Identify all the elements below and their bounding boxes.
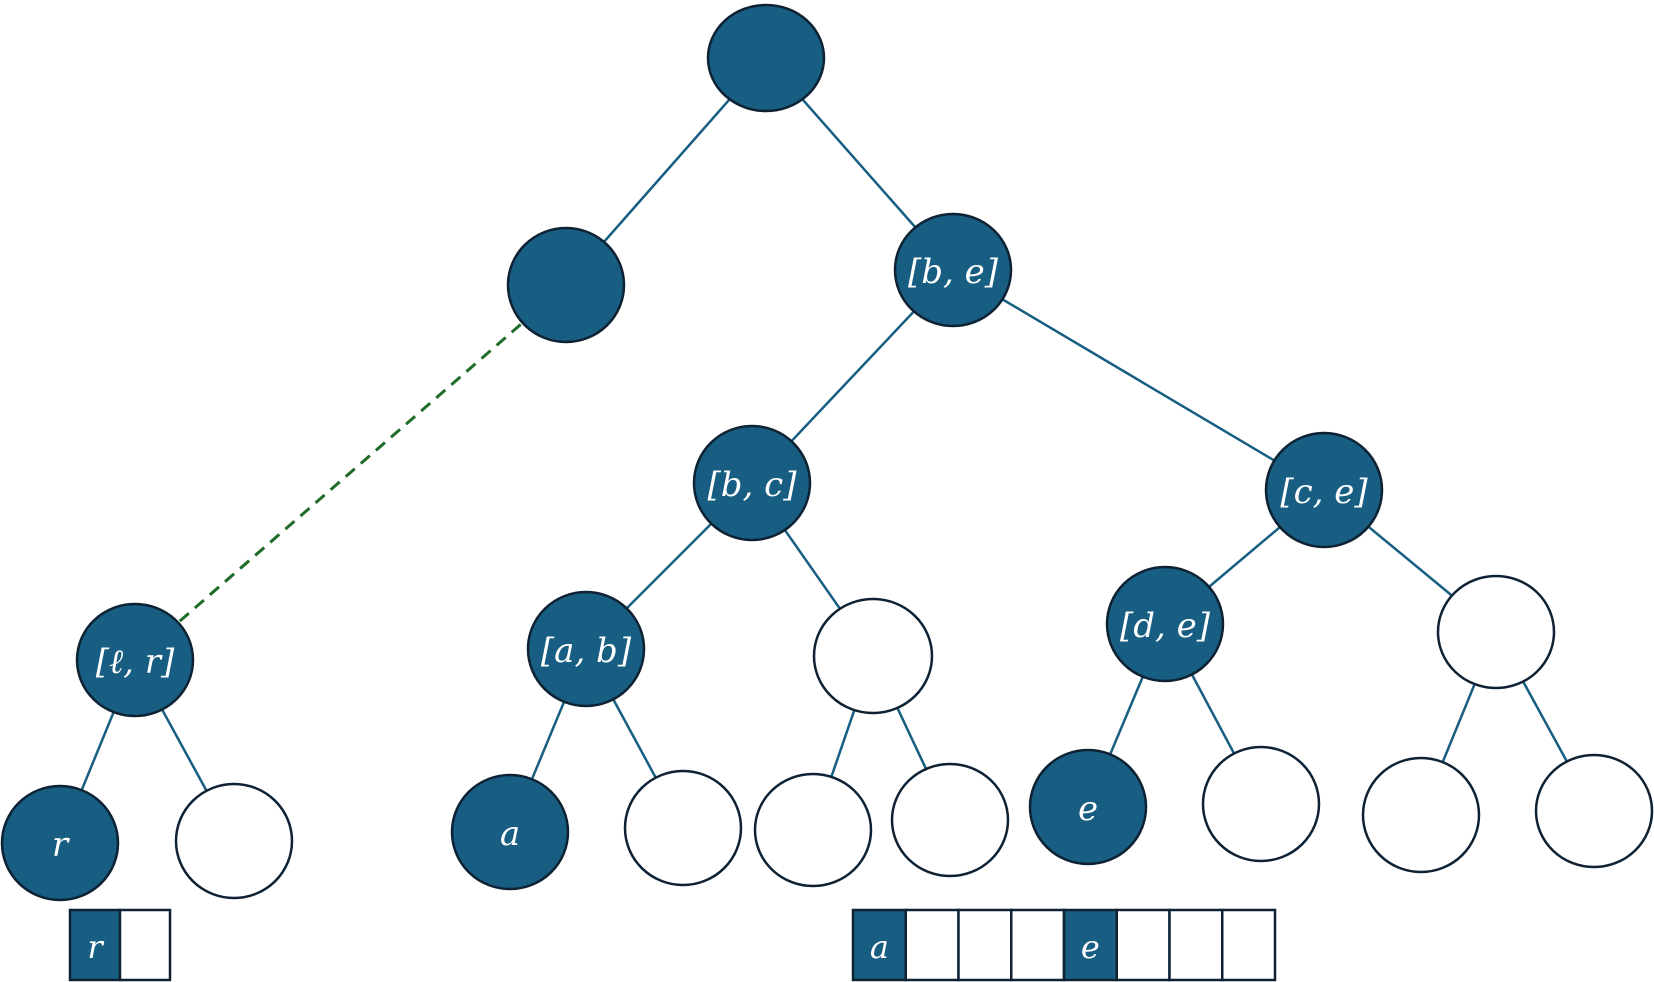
tree-node-leaf-a: a <box>450 773 570 891</box>
node-circle <box>753 772 873 888</box>
node-circle <box>506 226 626 344</box>
array-cell-box <box>1010 908 1066 982</box>
node-circle <box>1264 431 1384 549</box>
node-circle <box>812 597 934 715</box>
tree-node-n-be: [b, e] <box>893 212 1013 328</box>
tree-node-leaf-cer-left <box>1361 756 1481 874</box>
array-cell <box>1010 908 1066 982</box>
tree-node-n-ce: [c, e] <box>1264 431 1384 549</box>
array-cell: r <box>68 908 122 982</box>
node-circle <box>526 590 646 708</box>
array-cell-label: a <box>870 928 889 966</box>
tree-node-leaf-de-right <box>1201 745 1321 863</box>
array-cell-box <box>904 908 960 982</box>
node-circle <box>890 762 1010 878</box>
node-circle <box>623 769 743 887</box>
tree-node-leaf-cer-right <box>1534 753 1654 869</box>
node-circle <box>174 782 294 900</box>
array-cell-box <box>1115 908 1171 982</box>
array-cell <box>957 908 1013 982</box>
node-circle <box>1028 748 1148 866</box>
tree-node-n-left <box>506 226 626 344</box>
node-label: [a, b] <box>541 631 632 671</box>
node-circle <box>0 784 120 902</box>
dashed-edge-n-left-to-n-lr <box>134 283 567 662</box>
array-cell <box>904 908 960 982</box>
node-circle <box>1534 753 1654 869</box>
node-circle <box>75 602 195 718</box>
tree-node-n-ce-right <box>1436 574 1556 690</box>
tree-node-n-bc: [b, c] <box>692 424 812 542</box>
array-cell-box <box>851 908 907 982</box>
node-circle <box>1436 574 1556 690</box>
node-circle <box>893 212 1013 328</box>
tree-node-n-de: [d, e] <box>1105 565 1225 683</box>
node-circle <box>1105 565 1225 683</box>
node-circle <box>1201 745 1321 863</box>
node-label: [d, e] <box>1120 606 1211 646</box>
node-label: [c, e] <box>1280 472 1368 512</box>
array-cell-label: r <box>87 928 104 966</box>
array-cell <box>1168 908 1224 982</box>
array-left: r <box>68 908 172 982</box>
tree-node-n-bc-right <box>812 597 934 715</box>
tree-node-leaf-e: e <box>1028 748 1148 866</box>
tree-node-leaf-bcr-right <box>890 762 1010 878</box>
array-cell-box <box>118 908 172 982</box>
array-cell: a <box>851 908 907 982</box>
nodes-layer: [b, e] [b, c] [c, e] [ℓ, r] [a, b] [d, e] r a e <box>0 3 1654 902</box>
node-label: [b, c] <box>708 465 798 505</box>
node-circle <box>706 3 826 113</box>
tree-node-n-lr: [ℓ, r] <box>75 602 195 718</box>
node-circle <box>450 773 570 891</box>
tree-node-leaf-lr-right <box>174 782 294 900</box>
node-label: [b, e] <box>908 252 999 292</box>
array-cell <box>1221 908 1277 982</box>
node-circle <box>1361 756 1481 874</box>
edge-n-be-to-n-ce <box>952 268 1325 492</box>
array-cell <box>1115 908 1171 982</box>
tree-node-n-ab: [a, b] <box>526 590 646 708</box>
array-cell-box <box>1168 908 1224 982</box>
array-cell-box <box>1221 908 1277 982</box>
tree-node-leaf-ab-right <box>623 769 743 887</box>
node-label: a <box>500 814 520 854</box>
tree-node-root <box>706 3 826 113</box>
array-cell-label: e <box>1081 928 1100 966</box>
array-cell: e <box>1062 908 1118 982</box>
node-circle <box>692 424 812 542</box>
tree-node-leaf-bcr-left <box>753 772 873 888</box>
node-label: r <box>52 825 70 865</box>
node-label: e <box>1078 789 1098 829</box>
tree-node-leaf-r: r <box>0 784 120 902</box>
array-cell-box <box>957 908 1013 982</box>
array-cell <box>118 908 172 982</box>
array-cell-box <box>68 908 122 982</box>
node-label: [ℓ, r] <box>96 642 175 682</box>
